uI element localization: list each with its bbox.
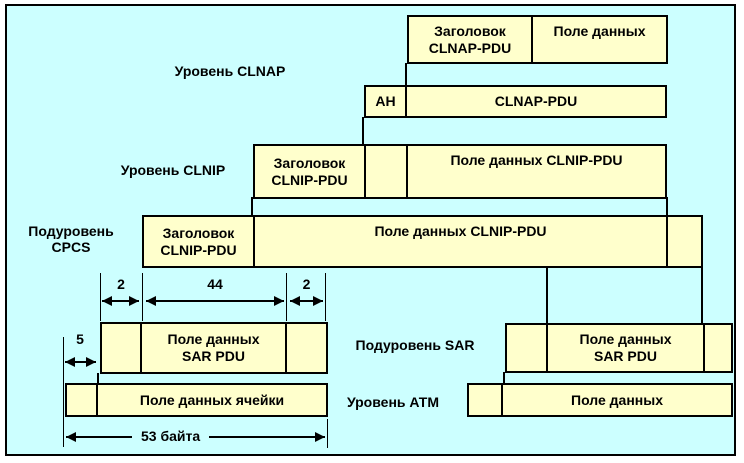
- cpcs-payload-cell: Поле данных CLNIP-PDU: [255, 217, 668, 266]
- sar-left-header-cell: [102, 324, 142, 372]
- dimension-arrow: 53 байта: [66, 428, 325, 445]
- arrowhead-left-icon: [290, 296, 300, 306]
- atm-left-cell-box: Поле данных ячейки: [65, 383, 328, 417]
- sar-left-trailer-cell: [287, 324, 326, 372]
- total-cell-size-label: 53 байта: [132, 428, 210, 445]
- atm-right-payload-cell: Поле данных: [571, 391, 663, 408]
- atm-layer-label: Уровень АТМ: [346, 394, 440, 410]
- dimension-tick: [63, 337, 64, 447]
- arrowhead-right-icon: [129, 296, 139, 306]
- arrowhead-left-icon: [102, 296, 112, 306]
- ah-clnap-pdu-box: AH CLNAP-PDU: [364, 85, 667, 118]
- dimension-arrow: [102, 296, 139, 306]
- sar-right-box: Поле данных SAR PDU: [505, 323, 733, 373]
- sar-right-header-cell: [507, 325, 548, 371]
- atm-left-header-cell: [67, 385, 98, 415]
- clnip-layer-label: Уровень CLNIP: [120, 162, 226, 178]
- clnap-header-cell: Заголовок CLNAP-PDU: [409, 17, 533, 62]
- sar-left-payload-cell: Поле данных SAR PDU: [142, 324, 287, 372]
- clnip-ah-cell: [366, 146, 408, 197]
- dimension-tick: [325, 273, 326, 321]
- cpcs-header-cell: Заголовок CLNIP-PDU: [144, 217, 255, 266]
- atm-left-payload-cell: Поле данных ячейки: [139, 391, 285, 408]
- clnap-payload-cell: Поле данных: [553, 23, 646, 39]
- sar-left-box: Поле данных SAR PDU: [100, 322, 328, 374]
- sar-right-payload-cell: Поле данных SAR PDU: [548, 325, 705, 371]
- cpcs-trailer-cell: [668, 217, 701, 266]
- sar-payload-size-label: 44: [207, 276, 223, 292]
- cpcs-sublayer-label: Подуровень CPCS: [28, 223, 114, 255]
- connector-line: [503, 372, 505, 384]
- arrowhead-left-icon: [66, 432, 76, 442]
- dimension-tick: [327, 419, 328, 448]
- clnap-pdu-cell: CLNAP-PDU: [494, 93, 578, 109]
- sar-sublayer-label: Подуровень SAR: [355, 337, 475, 353]
- arrowhead-right-icon: [313, 296, 323, 306]
- clnap-layer-label: Уровень CLNAP: [174, 63, 286, 79]
- connector-line: [405, 63, 407, 87]
- connector-line: [251, 197, 253, 216]
- atm-right-header-cell: [469, 385, 503, 415]
- sar-header-size-label: 2: [117, 276, 125, 292]
- arrowhead-left-icon: [65, 357, 75, 367]
- dimension-tick: [142, 273, 143, 321]
- sar-trailer-size-label: 2: [302, 276, 311, 292]
- ah-header-cell: AH: [366, 87, 407, 116]
- connector-line: [666, 197, 668, 216]
- atm-header-size-label: 5: [76, 331, 84, 347]
- clnap-pdu-box: Заголовок CLNAP-PDU Поле данных: [407, 15, 668, 64]
- clnip-header-cell: Заголовок CLNIP-PDU: [255, 146, 366, 197]
- connector-line: [701, 266, 703, 324]
- dimension-tick: [286, 273, 287, 321]
- cpcs-pdu-box: Заголовок CLNIP-PDU Поле данных CLNIP-PD…: [142, 215, 703, 268]
- clnip-payload-cell: Поле данных CLNIP-PDU: [450, 152, 623, 168]
- arrowhead-right-icon: [274, 296, 284, 306]
- dimension-arrow: [146, 296, 284, 306]
- arrowhead-right-icon: [86, 357, 96, 367]
- arrowhead-right-icon: [315, 432, 325, 442]
- clnip-pdu-box: Заголовок CLNIP-PDU Поле данных CLNIP-PD…: [253, 144, 667, 199]
- dimension-arrow: [65, 357, 96, 367]
- connector-line: [97, 373, 99, 384]
- connector-line: [546, 266, 548, 324]
- connector-line: [362, 117, 364, 145]
- arrowhead-left-icon: [146, 296, 156, 306]
- dimension-tick: [100, 273, 101, 321]
- dimension-arrow: [290, 296, 323, 306]
- atm-right-cell-box: Поле данных: [467, 383, 733, 417]
- sar-right-trailer-cell: [705, 325, 731, 371]
